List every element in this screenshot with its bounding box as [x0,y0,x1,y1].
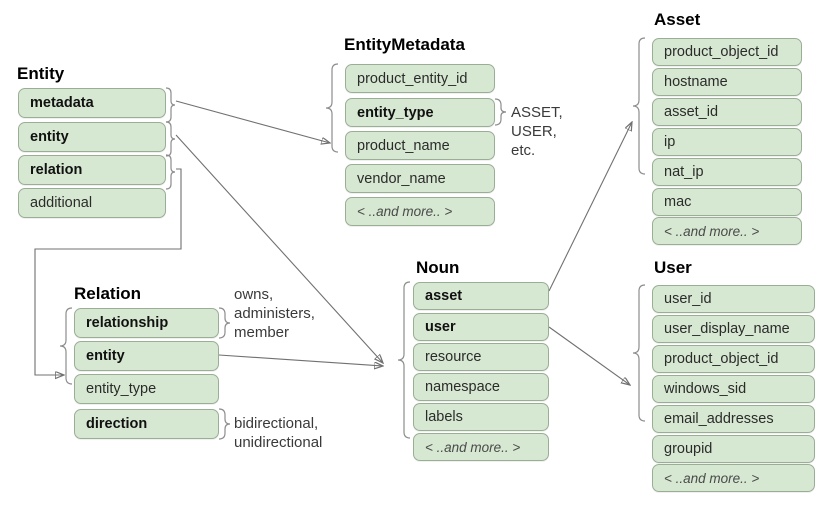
row-noun-and-more[interactable]: < ..and more.. > [413,433,549,461]
brace-entitymetadata-left [325,63,339,153]
group-title-relation: Relation [74,284,142,303]
brace-entity-metadata [165,87,176,123]
row-user-windows-sid[interactable]: windows_sid [652,375,815,403]
row-relation-entity[interactable]: entity [74,341,219,371]
note-direction-values: bidirectional, unidirectional [234,415,323,451]
group-title-user: User [654,258,692,277]
row-relation-relationship[interactable]: relationship [74,308,219,338]
row-noun-user[interactable]: user [413,313,549,341]
brace-entitymetadata-entitytype [494,98,507,126]
row-noun-namespace[interactable]: namespace [413,373,549,401]
row-noun-resource[interactable]: resource [413,343,549,371]
row-entity-relation[interactable]: relation [18,155,166,185]
link-metadata-to-entitymetadata [175,100,330,143]
row-asset-product-object-id[interactable]: product_object_id [652,38,802,66]
group-title-entity: Entity [17,64,65,83]
group-title-noun: Noun [416,258,460,277]
brace-relation-relationship [218,307,231,339]
link-relation-entity-to-noun [218,354,383,366]
group-title-asset: Asset [654,10,701,29]
brace-entity-entity [165,121,176,157]
row-asset-and-more[interactable]: < ..and more.. > [652,217,802,245]
row-relation-direction[interactable]: direction [74,409,219,439]
row-entity-additional[interactable]: additional [18,188,166,218]
brace-relation-left [59,307,73,385]
row-asset-mac[interactable]: mac [652,188,802,216]
note-relationship-values: owns, administers, member [234,286,315,341]
row-user-user-display-name[interactable]: user_display_name [652,315,815,343]
group-title-entity-metadata: EntityMetadata [344,35,465,54]
row-asset-asset-id[interactable]: asset_id [652,98,802,126]
row-user-product-object-id[interactable]: product_object_id [652,345,815,373]
row-entitymetadata-entity-type[interactable]: entity_type [345,98,495,127]
row-user-and-more[interactable]: < ..and more.. > [652,464,815,492]
link-noun-user-to-user [548,326,630,385]
row-user-email-addresses[interactable]: email_addresses [652,405,815,433]
row-entitymetadata-product-name[interactable]: product_name [345,131,495,160]
row-asset-nat-ip[interactable]: nat_ip [652,158,802,186]
brace-noun-left [397,281,411,439]
brace-user-left [632,284,646,422]
row-user-groupid[interactable]: groupid [652,435,815,463]
row-user-user-id[interactable]: user_id [652,285,815,313]
row-entity-entity[interactable]: entity [18,122,166,152]
row-noun-labels[interactable]: labels [413,403,549,431]
row-asset-hostname[interactable]: hostname [652,68,802,96]
brace-entity-relation [165,154,176,190]
brace-relation-direction [218,408,231,440]
row-entity-metadata[interactable]: metadata [18,88,166,118]
row-noun-asset[interactable]: asset [413,282,549,310]
row-entitymetadata-vendor-name[interactable]: vendor_name [345,164,495,193]
row-entitymetadata-and-more[interactable]: < ..and more.. > [345,197,495,226]
row-entitymetadata-product-entity-id[interactable]: product_entity_id [345,64,495,93]
note-entity-type-values: ASSET, USER, etc. [511,104,563,159]
row-relation-entity-type[interactable]: entity_type [74,374,219,404]
brace-asset-left [632,37,646,175]
row-asset-ip[interactable]: ip [652,128,802,156]
